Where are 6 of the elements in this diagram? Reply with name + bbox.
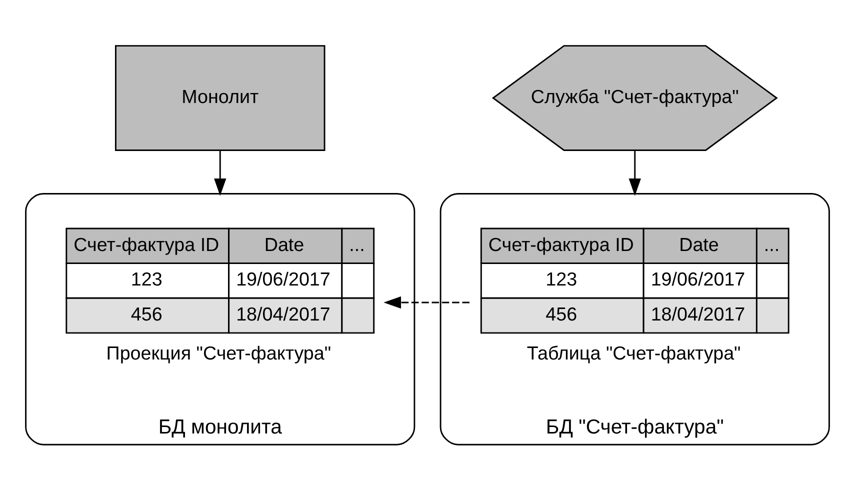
node-label: Проекция "Счет-фактура" — [106, 342, 332, 364]
node-label: Таблица "Счет-фактура" — [526, 342, 741, 364]
arrow — [628, 150, 641, 196]
arrow — [384, 296, 470, 309]
arrow — [214, 150, 226, 196]
node-box: Монолит — [115, 45, 326, 151]
